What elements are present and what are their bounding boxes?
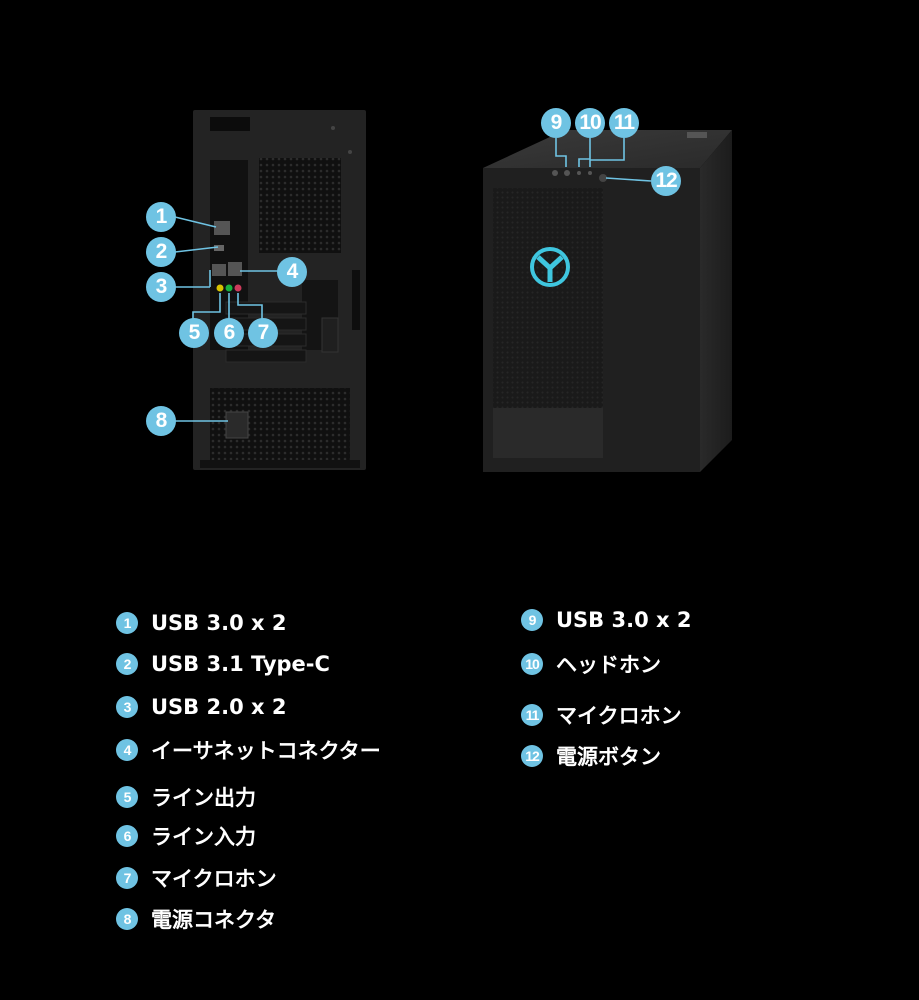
legend-label: マイクロホン [151,867,277,891]
legend-number: 1 [116,612,138,634]
callout-9: 9 [541,108,571,138]
callout-8: 8 [146,406,176,436]
legend-number: 8 [116,908,138,930]
legend-number: 4 [116,739,138,761]
legend-item: 2 USB 3.1 Type-C [116,652,330,676]
callout-2: 2 [146,237,176,267]
legend-label: USB 3.0 x 2 [556,608,692,632]
legend-number: 7 [116,867,138,889]
legend-label: 電源ボタン [556,745,661,769]
callout-1: 1 [146,202,176,232]
legend-number: 6 [116,825,138,847]
legend-label: イーサネットコネクター [151,739,381,763]
legend-item: 7 マイクロホン [116,863,277,893]
front-leader-lines [555,138,652,182]
callout-6: 6 [214,318,244,348]
legend-item: 12 電源ボタン [521,741,661,771]
legend-number: 3 [116,696,138,718]
legend-item: 5 ライン出力 [116,782,256,812]
legend-item: 3 USB 2.0 x 2 [116,695,286,719]
legend-item: 1 USB 3.0 x 2 [116,611,286,635]
legend-number: 2 [116,653,138,675]
legend-item: 6 ライン入力 [116,821,256,851]
callout-10: 10 [575,108,605,138]
callout-7: 7 [248,318,278,348]
legend-label: ライン入力 [151,825,256,849]
callout-4: 4 [277,257,307,287]
callout-5: 5 [179,318,209,348]
legend-item: 4 イーサネットコネクター [116,735,381,765]
legend-item: 8 電源コネクタ [116,904,276,934]
callout-3: 3 [146,272,176,302]
legend-label: ヘッドホン [556,653,661,677]
front-tower-image [483,130,732,472]
legend-number: 12 [521,745,543,767]
legend-number: 11 [521,704,543,726]
legend-number: 5 [116,786,138,808]
legend-label: ライン出力 [151,786,256,810]
product-figure: 1 2 3 4 5 6 7 8 9 10 11 12 [146,108,732,472]
legend-label: 電源コネクタ [151,908,277,932]
legend-item: 10 ヘッドホン [521,649,661,679]
legend-label: マイクロホン [556,704,682,728]
legend-item: 11 マイクロホン [521,700,682,730]
legend-label: USB 3.1 Type-C [151,652,330,676]
rear-leader-lines [174,216,278,422]
legend-label: USB 3.0 x 2 [151,611,287,635]
legend-item: 9 USB 3.0 x 2 [521,608,691,632]
rear-tower-image [193,110,366,470]
callout-11: 11 [609,108,639,138]
callout-12: 12 [651,166,681,196]
legend-number: 10 [521,653,543,675]
legend-label: USB 2.0 x 2 [151,695,287,719]
legend-number: 9 [521,609,543,631]
